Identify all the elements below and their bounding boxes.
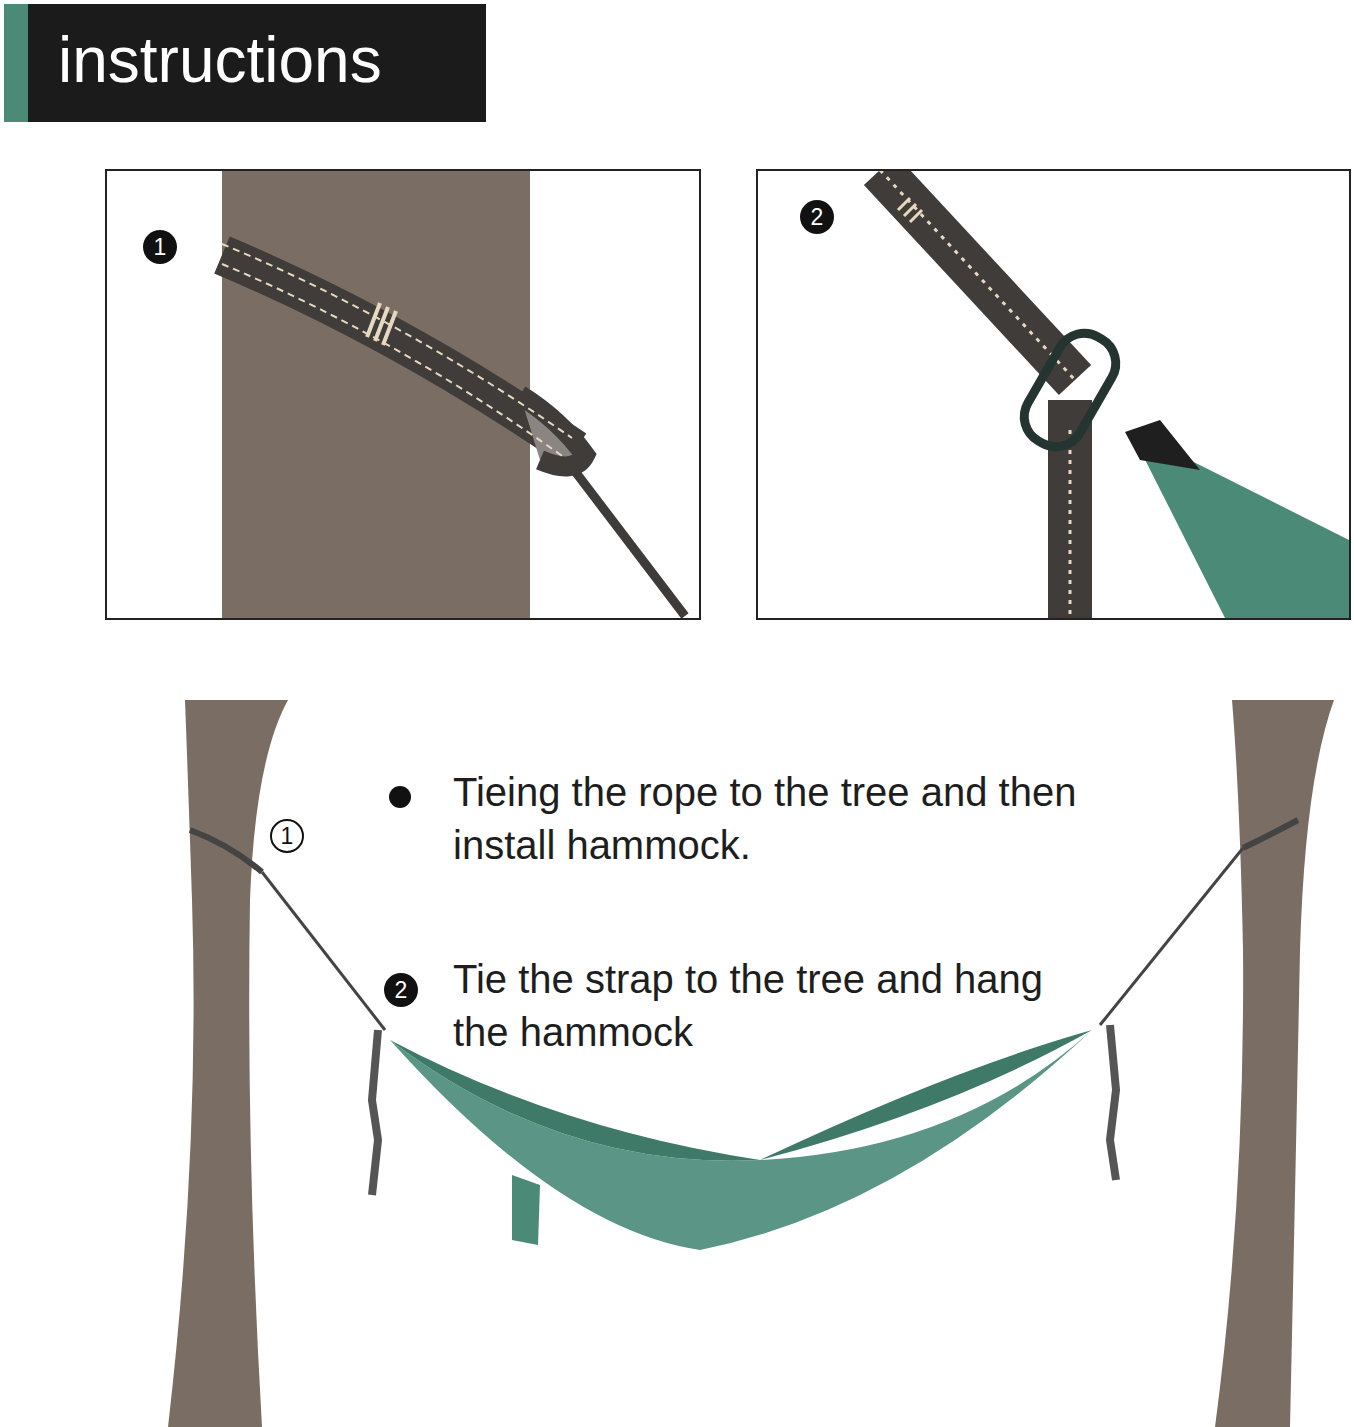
panel-one-art — [222, 171, 685, 618]
callout-number: 2 — [800, 200, 834, 234]
callout-number: 2 — [384, 973, 418, 1007]
callout-text: 1 — [154, 236, 167, 259]
accent-strip — [4, 4, 28, 122]
instruction-text: Tieing the rope to the tree and then ins… — [453, 766, 1113, 872]
panel-two-art — [880, 171, 1349, 618]
callout-text: 2 — [811, 206, 824, 229]
callout-number: 1 — [270, 819, 304, 853]
callout-text: 2 — [395, 979, 408, 1002]
scene — [168, 700, 1334, 1427]
panel-frame — [757, 170, 1350, 619]
title-bar — [28, 4, 486, 122]
title-text: instructions — [58, 22, 382, 98]
instruction-text: Tie the strap to the tree and hang the h… — [453, 953, 1053, 1059]
panel-frame — [106, 170, 700, 619]
callout-text: 1 — [281, 825, 294, 848]
callout-number: 1 — [143, 230, 177, 264]
